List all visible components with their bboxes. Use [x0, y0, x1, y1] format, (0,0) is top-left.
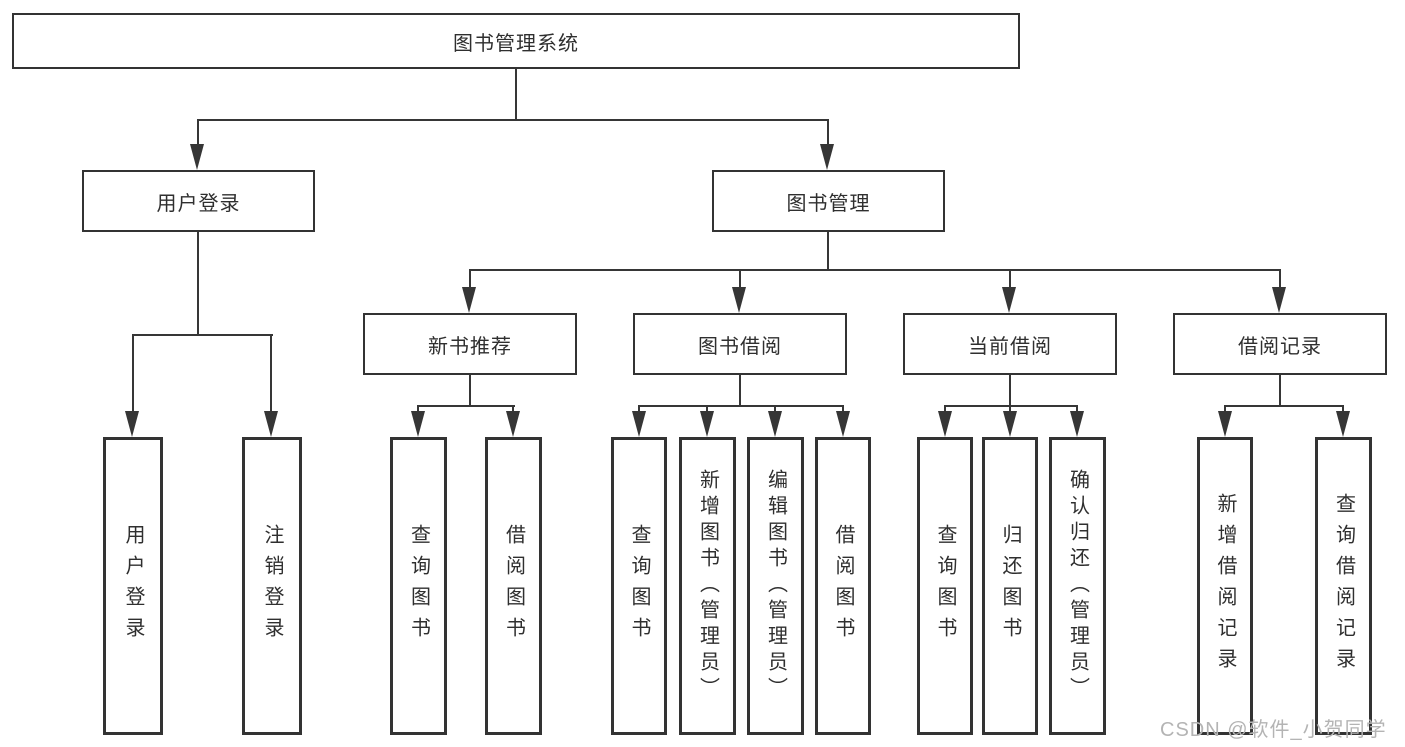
leaf-query-books-borrow: 查询图书 — [611, 437, 667, 735]
arrow-currentborrow-leaf-3 — [1070, 411, 1084, 437]
leaf-user-login: 用户登录 — [103, 437, 163, 735]
leaf-return-book-label: 归还图书 — [999, 524, 1021, 648]
connector-root-split — [197, 119, 829, 121]
node-new-book-recommend-label: 新书推荐 — [428, 335, 512, 358]
leaf-query-books-recommend-label: 查询图书 — [407, 524, 430, 648]
leaf-query-books-current: 查询图书 — [917, 437, 973, 735]
connector-userlogin-stem — [197, 231, 199, 336]
arrow-to-borrow-records — [1272, 287, 1286, 313]
leaf-edit-book-admin: 编辑图书（管理员） — [747, 437, 804, 735]
connector-bookborrow-drop-1 — [638, 405, 640, 415]
leaf-add-book-admin-label: 新增图书（管理员） — [696, 469, 719, 703]
leaf-add-borrow-record: 新增借阅记录 — [1197, 437, 1253, 735]
leaf-query-books-recommend: 查询图书 — [390, 437, 447, 735]
leaf-borrow-books-recommend-label: 借阅图书 — [502, 524, 525, 648]
connector-bookmgmt-split — [469, 269, 1281, 271]
node-book-management: 图书管理 — [712, 170, 945, 232]
connector-bookborrow-drop-2 — [706, 405, 708, 415]
node-user-login-label: 用户登录 — [156, 192, 241, 215]
connector-borrowrecord-drop-2 — [1342, 405, 1344, 415]
connector-newbook-drop-2 — [512, 405, 514, 415]
arrow-newbook-leaf-2 — [506, 411, 520, 437]
arrow-to-new-book-recommend — [462, 287, 476, 313]
connector-currentborrow-drop-2 — [1009, 405, 1011, 415]
arrow-to-book-borrow — [732, 287, 746, 313]
leaf-logout: 注销登录 — [242, 437, 302, 735]
node-user-login: 用户登录 — [82, 170, 315, 232]
arrow-bookborrow-leaf-2 — [700, 411, 714, 437]
node-borrow-records: 借阅记录 — [1173, 313, 1387, 375]
connector-currentborrow-drop-1 — [944, 405, 946, 415]
leaf-confirm-return-admin-label: 确认归还（管理员） — [1066, 469, 1089, 703]
connector-borrowrecord-split — [1224, 405, 1344, 407]
connector-bookmgmt-stem — [827, 231, 829, 271]
csdn-watermark: CSDN @软件_小贺同学 — [1160, 719, 1387, 741]
arrow-bookborrow-leaf-3 — [768, 411, 782, 437]
connector-currentborrow-split — [944, 405, 1078, 407]
leaf-borrow-books-borrow: 借阅图书 — [815, 437, 871, 735]
connector-newbook-stem — [469, 374, 471, 407]
connector-bookmgmt-drop-2 — [739, 269, 741, 291]
leaf-logout-label: 注销登录 — [261, 524, 283, 648]
arrow-borrowrecord-leaf-1 — [1218, 411, 1232, 437]
connector-bookmgmt-drop-4 — [1279, 269, 1281, 291]
leaf-query-borrow-record-label: 查询借阅记录 — [1332, 493, 1355, 679]
leaf-borrow-books-recommend: 借阅图书 — [485, 437, 542, 735]
leaf-edit-book-admin-label: 编辑图书（管理员） — [764, 469, 787, 703]
leaf-add-book-admin: 新增图书（管理员） — [679, 437, 736, 735]
connector-root-left-drop — [197, 119, 199, 147]
connector-bookmgmt-drop-1 — [469, 269, 471, 291]
connector-userlogin-split — [132, 334, 273, 336]
node-current-borrow-label: 当前借阅 — [968, 335, 1052, 358]
connector-bookborrow-drop-3 — [774, 405, 776, 415]
arrow-to-leaf-user-login — [125, 411, 139, 437]
arrow-bookborrow-leaf-4 — [836, 411, 850, 437]
leaf-return-book: 归还图书 — [982, 437, 1038, 735]
node-root-label: 图书管理系统 — [453, 32, 579, 55]
connector-userlogin-drop-2 — [270, 334, 272, 413]
connector-currentborrow-drop-3 — [1076, 405, 1078, 415]
node-root: 图书管理系统 — [12, 13, 1020, 69]
leaf-user-login-label: 用户登录 — [122, 524, 144, 648]
arrow-to-book-management — [820, 144, 834, 170]
connector-userlogin-drop-1 — [132, 334, 134, 413]
leaf-query-books-borrow-label: 查询图书 — [628, 524, 650, 648]
connector-bookborrow-split — [638, 405, 844, 407]
node-new-book-recommend: 新书推荐 — [363, 313, 577, 375]
leaf-add-borrow-record-label: 新增借阅记录 — [1214, 493, 1236, 679]
node-current-borrow: 当前借阅 — [903, 313, 1117, 375]
connector-newbook-drop-1 — [417, 405, 419, 415]
connector-bookborrow-drop-4 — [842, 405, 844, 415]
arrow-newbook-leaf-1 — [411, 411, 425, 437]
connector-bookmgmt-drop-3 — [1009, 269, 1011, 291]
node-borrow-records-label: 借阅记录 — [1238, 335, 1322, 358]
leaf-borrow-books-borrow-label: 借阅图书 — [832, 524, 854, 648]
connector-root-right-drop — [827, 119, 829, 147]
arrow-currentborrow-leaf-1 — [938, 411, 952, 437]
connector-borrowrecord-drop-1 — [1224, 405, 1226, 415]
arrow-to-current-borrow — [1002, 287, 1016, 313]
node-book-management-label: 图书管理 — [786, 192, 871, 215]
connector-currentborrow-stem — [1009, 374, 1011, 407]
leaf-query-books-current-label: 查询图书 — [934, 524, 956, 648]
arrow-to-leaf-logout — [264, 411, 278, 437]
leaf-query-borrow-record: 查询借阅记录 — [1315, 437, 1372, 735]
connector-bookborrow-stem — [739, 374, 741, 407]
arrow-currentborrow-leaf-2 — [1003, 411, 1017, 437]
arrow-borrowrecord-leaf-2 — [1336, 411, 1350, 437]
connector-borrowrecord-stem — [1279, 374, 1281, 407]
connector-newbook-split — [417, 405, 515, 407]
connector-root-stem — [515, 67, 517, 121]
leaf-confirm-return-admin: 确认归还（管理员） — [1049, 437, 1106, 735]
node-book-borrow: 图书借阅 — [633, 313, 847, 375]
arrow-to-user-login — [190, 144, 204, 170]
arrow-bookborrow-leaf-1 — [632, 411, 646, 437]
node-book-borrow-label: 图书借阅 — [698, 335, 782, 358]
